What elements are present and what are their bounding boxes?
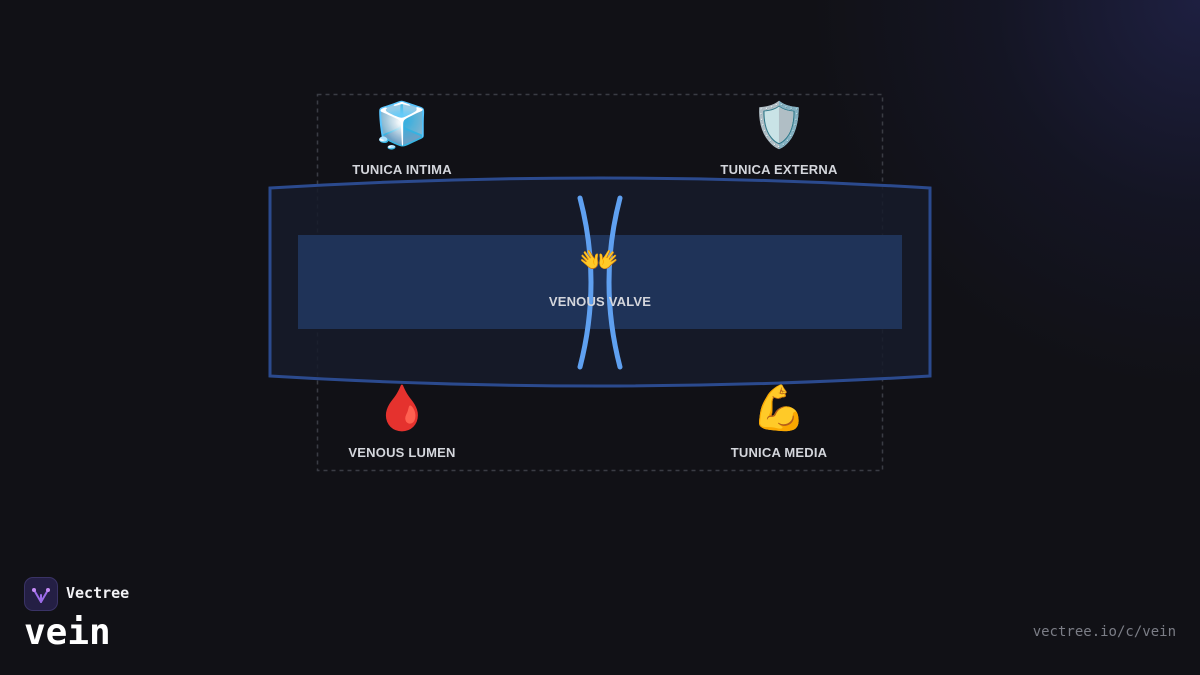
brand-name: Vectree [66, 584, 130, 602]
page-url[interactable]: vectree.io/c/vein [1032, 624, 1176, 640]
valve-leaflet-left [577, 195, 594, 370]
page-title: vein [24, 612, 111, 653]
label-tunica-media: TUNICA MEDIA [730, 445, 828, 460]
flexed-biceps-icon: 💪 [751, 383, 807, 434]
label-tunica-intima: TUNICA INTIMA [352, 162, 452, 177]
label-venous-lumen: VENOUS LUMEN [348, 445, 456, 460]
lumen-band [298, 235, 902, 329]
valve-leaflet-right [606, 195, 623, 370]
open-hands-icon: 👐 [579, 241, 619, 279]
ice-cube-icon: 🧊 [374, 100, 430, 151]
shield-icon: 🛡️ [751, 100, 807, 151]
blood-drop-icon: 🩸 [374, 383, 430, 434]
vectree-logo-icon [24, 577, 58, 611]
label-tunica-externa: TUNICA EXTERNA [720, 162, 838, 177]
label-venous-valve: VENOUS VALVE [548, 294, 652, 309]
